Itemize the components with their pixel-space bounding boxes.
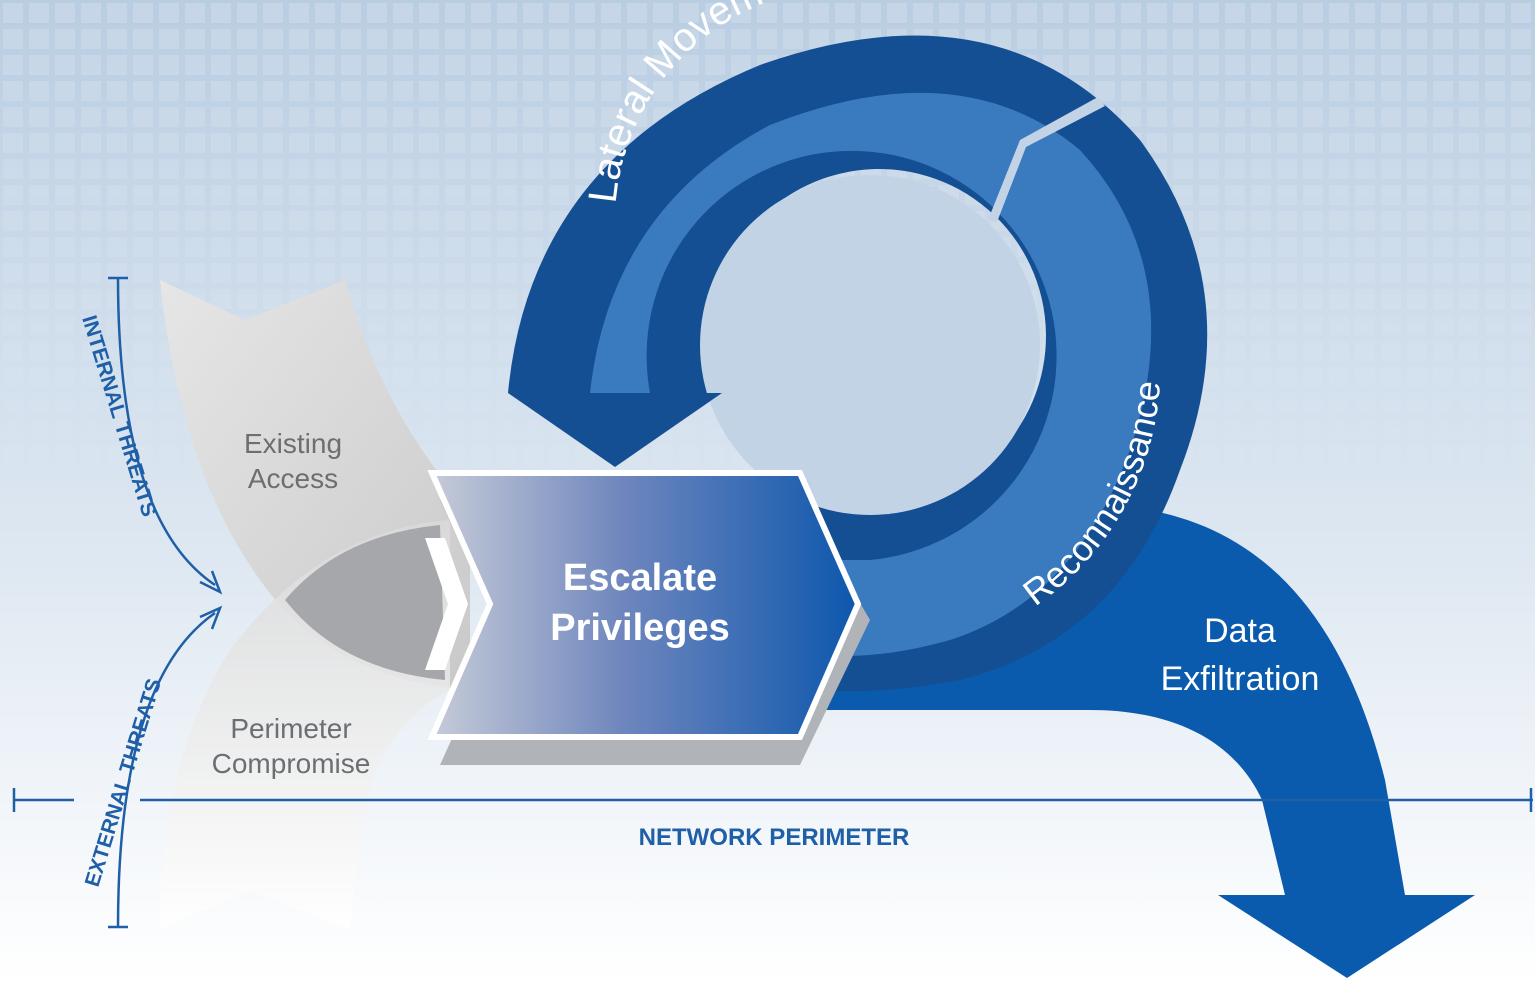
existing-access-label-line: Access (248, 463, 338, 494)
data-exfiltration-label-line: Exfiltration (1161, 660, 1320, 698)
perimeter-compromise-label-line: Compromise (212, 748, 371, 779)
transition-chevron (425, 538, 468, 670)
external-threats-bracket (108, 611, 216, 929)
lateral-movement-arrowhead (508, 393, 722, 467)
internal-threats-bracket (108, 276, 216, 587)
network-perimeter-label: NETWORK PERIMETER (639, 824, 910, 851)
perimeter-compromise-label-line: Perimeter (230, 713, 351, 744)
cycle-ring-inner (590, 92, 1152, 656)
cycle-separator (988, 97, 1105, 222)
escalate-privileges-label-line: Privileges (550, 607, 730, 649)
data-exfiltration-label-line: Data (1204, 612, 1276, 650)
existing-access-label-line: Existing (244, 428, 342, 459)
escalate-privileges-box (427, 470, 862, 740)
cycle-center (700, 175, 1040, 515)
external-threats-arrowhead (199, 605, 223, 630)
internal-threats-arrowhead (199, 570, 223, 595)
escalate-privileges-label-line: Escalate (563, 557, 717, 599)
band-overlap (285, 525, 445, 680)
